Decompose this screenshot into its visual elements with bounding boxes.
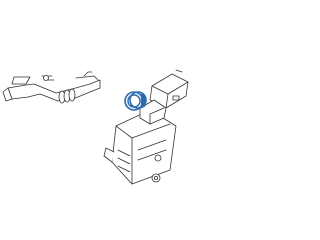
air-filter-cover-icon[interactable] <box>139 69 189 125</box>
intake-duct-icon[interactable] <box>2 71 101 104</box>
air-filter-housing-icon[interactable] <box>103 109 177 185</box>
exploded-view-drawing <box>2 69 189 185</box>
sensor-ring-icon[interactable] <box>124 91 147 111</box>
parts-diagram <box>2 69 189 185</box>
